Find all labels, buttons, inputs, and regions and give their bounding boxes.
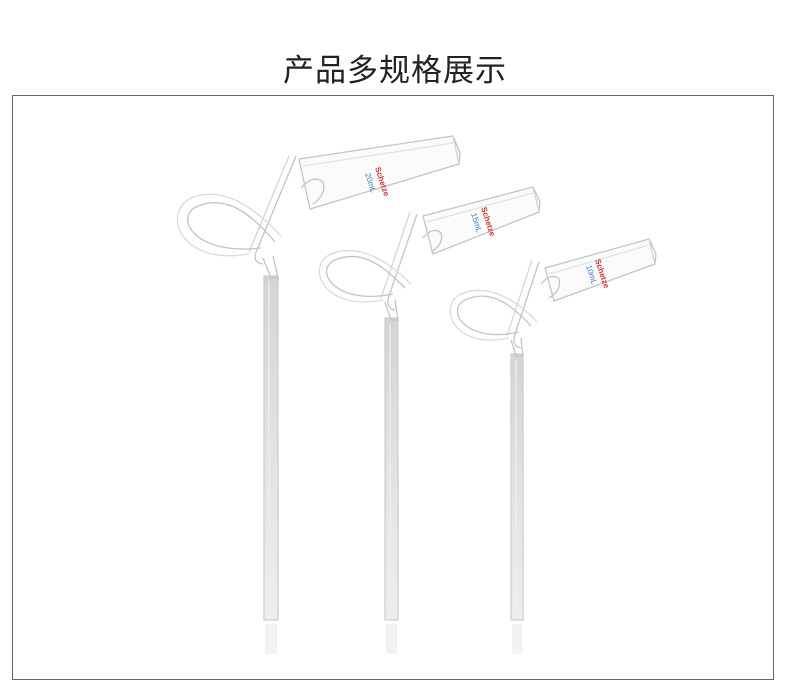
distillation-tube-10ml	[449, 238, 657, 654]
distillation-tube-15ml	[318, 186, 541, 654]
distillation-tube-20ml	[176, 135, 461, 654]
product-photo: Schetze 20mL Schetze 15mL	[176, 135, 657, 654]
page-title: 产品多规格展示	[283, 52, 507, 89]
product-photo-frame: Schetze 20mL Schetze 15mL	[12, 95, 774, 680]
